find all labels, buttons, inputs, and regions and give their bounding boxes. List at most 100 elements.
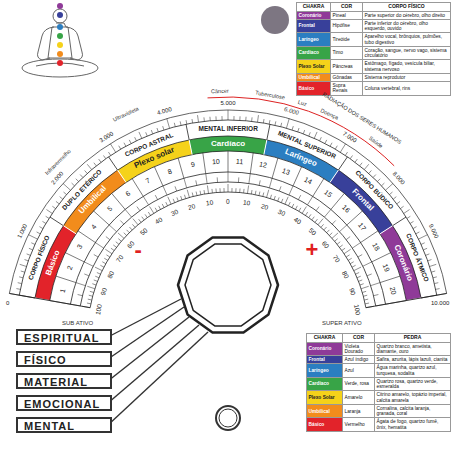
chakra-name-cell: Coronário (307, 343, 343, 357)
scale-tick (42, 221, 45, 223)
percent-tick (228, 184, 229, 192)
scale-tick (274, 121, 276, 125)
scale-tick (64, 192, 67, 195)
percent-tick (168, 197, 171, 204)
percent-tick (181, 196, 182, 200)
percent-tick (90, 291, 94, 292)
percent-tick (95, 267, 102, 271)
table-cell: Laranja (343, 405, 375, 419)
scale-tick (25, 260, 29, 261)
ring-tick (259, 180, 260, 185)
ring-number: 18 (370, 241, 381, 252)
scale-tick (191, 119, 193, 123)
scale-tick (180, 121, 182, 125)
chakra-name-cell: Plexo Solar (307, 391, 343, 405)
scale-number: 1.000 (16, 223, 29, 239)
percent-tick (102, 262, 105, 264)
scale-tick (320, 137, 322, 141)
table-cell: Coração, sangue, nervo vago, sistema cir… (363, 47, 451, 61)
percent-tick (321, 224, 324, 227)
percent-tick (87, 303, 91, 305)
percent-tick (239, 189, 240, 193)
scale-tick (286, 119, 289, 129)
ring-number: 15 (323, 189, 334, 200)
scale-tick (433, 277, 437, 278)
ring-tick (109, 225, 116, 232)
band-divider (186, 124, 189, 140)
percent-number: 80 (341, 270, 351, 280)
percent-tick (106, 255, 109, 257)
percent-tick (155, 208, 157, 211)
ring-divider (272, 158, 278, 178)
ring-tick (206, 174, 207, 184)
percent-tick (337, 242, 340, 245)
radiation-word: Doença (320, 107, 340, 120)
ring-tick (184, 178, 187, 188)
scale-tick (221, 116, 222, 120)
scale-tick (110, 144, 115, 152)
scale-number: 6.000 (283, 106, 299, 116)
table-cell: Safira, azurita, lápis lazuli, cianita (375, 356, 451, 364)
ring-tick (316, 207, 319, 211)
ring-tick (238, 177, 239, 182)
scale-tick (37, 232, 41, 234)
scale-tick (197, 115, 199, 122)
table-cell: Parte superior do cérebro, olho direito (363, 12, 451, 20)
percent-tick (97, 273, 101, 275)
meditating-figure (22, 9, 98, 77)
percent-tick (357, 276, 361, 278)
scale-tick (119, 146, 121, 149)
scale-tick (157, 128, 158, 132)
scale-end-label: SUPER ATIVO (322, 320, 362, 327)
scale-tick (18, 282, 22, 284)
scale-tick (364, 164, 368, 169)
scale-tick (382, 183, 385, 186)
percent-number: 10 (206, 198, 214, 206)
band-divider (189, 140, 192, 155)
percent-arc (90, 192, 366, 308)
scale-tick (416, 232, 420, 234)
scale-end-label: SUB ATIVO (62, 320, 93, 327)
table-header: CORPO FÍSICO (363, 3, 451, 12)
scale-tick (335, 146, 337, 149)
percent-number: 90 (348, 287, 357, 296)
percent-tick (274, 196, 275, 200)
scale-number: 8.000 (391, 171, 406, 187)
table-cell: Ágata de fogo, quartzo fumê, ônix, hemat… (375, 418, 451, 432)
percent-number: 40 (293, 216, 303, 226)
scale-tick (215, 116, 216, 120)
percent-tick (359, 280, 363, 281)
level-box: MENTAL (16, 417, 112, 433)
percent-tick (127, 230, 130, 233)
scale-tick (20, 264, 27, 266)
scale-tick (94, 163, 96, 166)
table-cell: Amarelo (343, 391, 375, 405)
scale-tick (163, 126, 164, 130)
ring-tick (78, 295, 83, 296)
scale-tick (393, 197, 396, 200)
level-box: MATERIAL (16, 373, 112, 389)
table-cell: Gônadas (331, 74, 363, 82)
scale-tick (27, 254, 31, 255)
percent-tick (192, 193, 194, 197)
percent-number: 60 (126, 239, 136, 249)
ring-tick (217, 177, 218, 182)
percent-tick (350, 262, 353, 264)
band-divider (330, 170, 338, 182)
level-box: EMOCIONAL (16, 395, 112, 411)
percent-tick (142, 217, 144, 220)
ring-tick (106, 237, 110, 240)
chakra-band: Cardíaco (208, 138, 248, 150)
percent-tick (162, 204, 164, 208)
ring-number: 19 (381, 263, 391, 273)
band-divider (338, 157, 347, 170)
scale-tick (377, 179, 380, 182)
scale-tick (373, 175, 376, 178)
percent-tick (292, 204, 294, 208)
subtle-body-name: MENTAL INFERIOR (199, 125, 258, 132)
scale-tick (428, 260, 432, 261)
scale-tick (340, 144, 345, 152)
percent-tick (352, 265, 356, 267)
table-cell: Vermelho (343, 418, 375, 432)
percent-tick (342, 248, 345, 250)
